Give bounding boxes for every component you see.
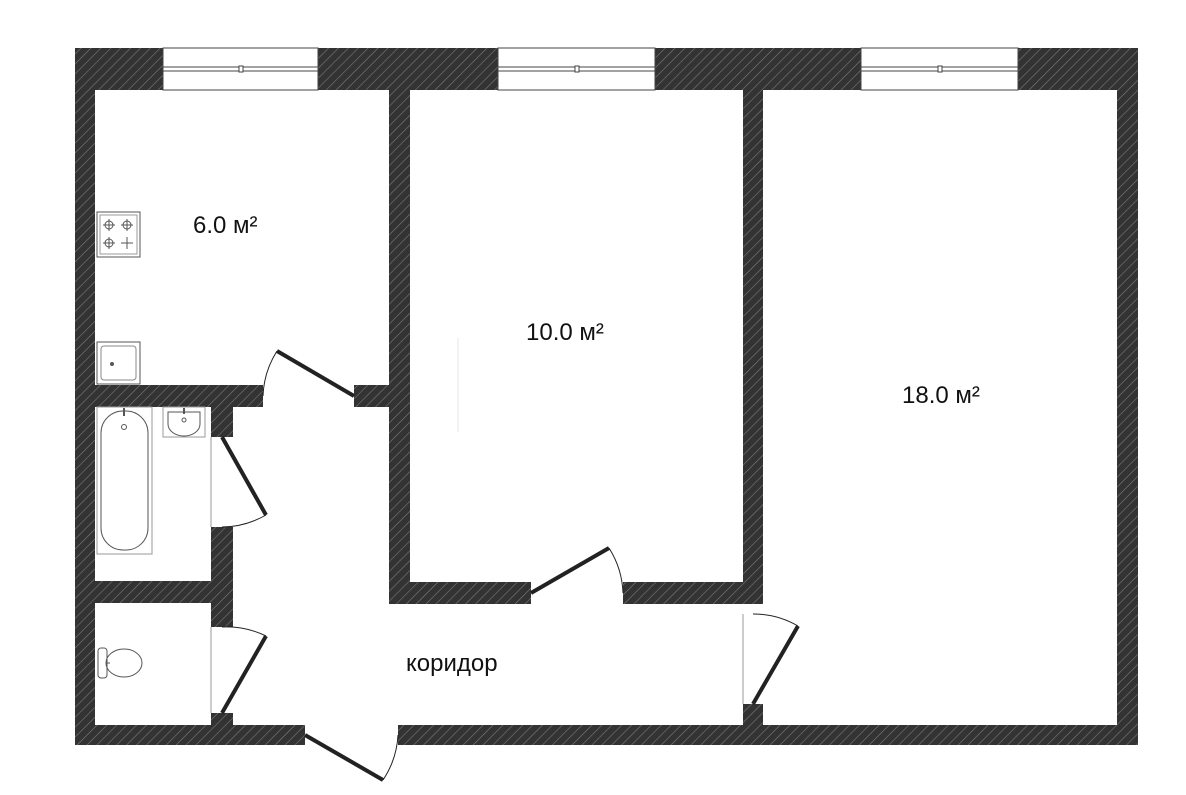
- door-entrance: [304, 733, 399, 782]
- wall-bedroom-living: [743, 90, 763, 604]
- door-bathroom: [210, 436, 268, 528]
- walls: [75, 48, 1138, 745]
- wall-bedroom-bottom-right: [623, 582, 763, 604]
- stove-icon: [96, 211, 141, 258]
- windows: [162, 47, 1019, 91]
- living-area-label: 18.0 м²: [902, 382, 980, 409]
- wall-bath-toilet: [95, 581, 233, 603]
- corridor-label: коридор: [406, 650, 498, 677]
- wall-kitchen-stub: [354, 385, 410, 407]
- wall-top-3: [655, 48, 861, 90]
- wall-right: [1117, 48, 1138, 745]
- door-living: [742, 613, 800, 705]
- window-bedroom: [497, 47, 656, 91]
- wall-living-stub: [743, 704, 763, 726]
- window-kitchen: [162, 47, 319, 91]
- window-living: [860, 47, 1019, 91]
- kitchen-area-label: 6.0 м²: [193, 212, 258, 239]
- door-toilet: [210, 626, 268, 714]
- wall-top-2: [318, 48, 498, 90]
- wall-kitchen-bottom: [95, 385, 263, 407]
- door-bedroom: [530, 546, 624, 595]
- wall-bottom-left: [75, 725, 305, 745]
- doors: [210, 349, 800, 782]
- washbasin-icon: [162, 406, 206, 438]
- bathtub-icon: [96, 406, 153, 555]
- sink-icon: [96, 341, 141, 385]
- bedroom-area-label: 10.0 м²: [526, 319, 604, 346]
- wall-bath-right-top: [211, 407, 233, 437]
- wall-bedroom-bottom-left: [389, 582, 531, 604]
- wall-bath-right-bottom: [211, 713, 233, 727]
- wall-bath-right-mid: [211, 527, 233, 627]
- toilet-icon: [97, 647, 143, 679]
- wall-bedroom-left-lower: [389, 408, 410, 604]
- wall-bottom-right: [398, 725, 1138, 745]
- fixtures: [96, 211, 206, 679]
- wall-kitchen-bedroom: [389, 90, 410, 408]
- door-kitchen: [262, 349, 356, 398]
- wall-left: [75, 48, 95, 745]
